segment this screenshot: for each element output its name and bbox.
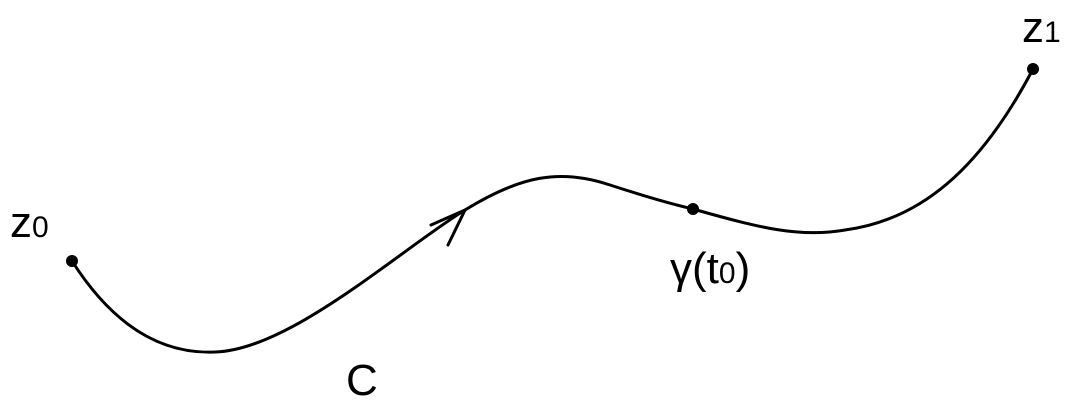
contour-curve <box>70 67 1035 354</box>
curve-label: C <box>346 356 378 405</box>
gamma-point <box>687 203 699 215</box>
point-label-sub: 0 <box>719 257 736 290</box>
point-label: γ(t0) <box>670 244 750 293</box>
start-label-sub: 0 <box>32 211 49 244</box>
direction-arrow-icon <box>429 206 469 247</box>
end-label-sub: 1 <box>1044 16 1061 49</box>
end-label-base: z <box>1022 3 1044 52</box>
point-label-suffix: ) <box>736 244 751 293</box>
end-label: z1 <box>1022 3 1061 52</box>
start-label-base: z <box>10 198 32 247</box>
end-point <box>1027 63 1039 75</box>
point-label-prefix: γ(t <box>670 244 719 293</box>
start-label: z0 <box>10 198 49 247</box>
start-point <box>66 255 78 267</box>
